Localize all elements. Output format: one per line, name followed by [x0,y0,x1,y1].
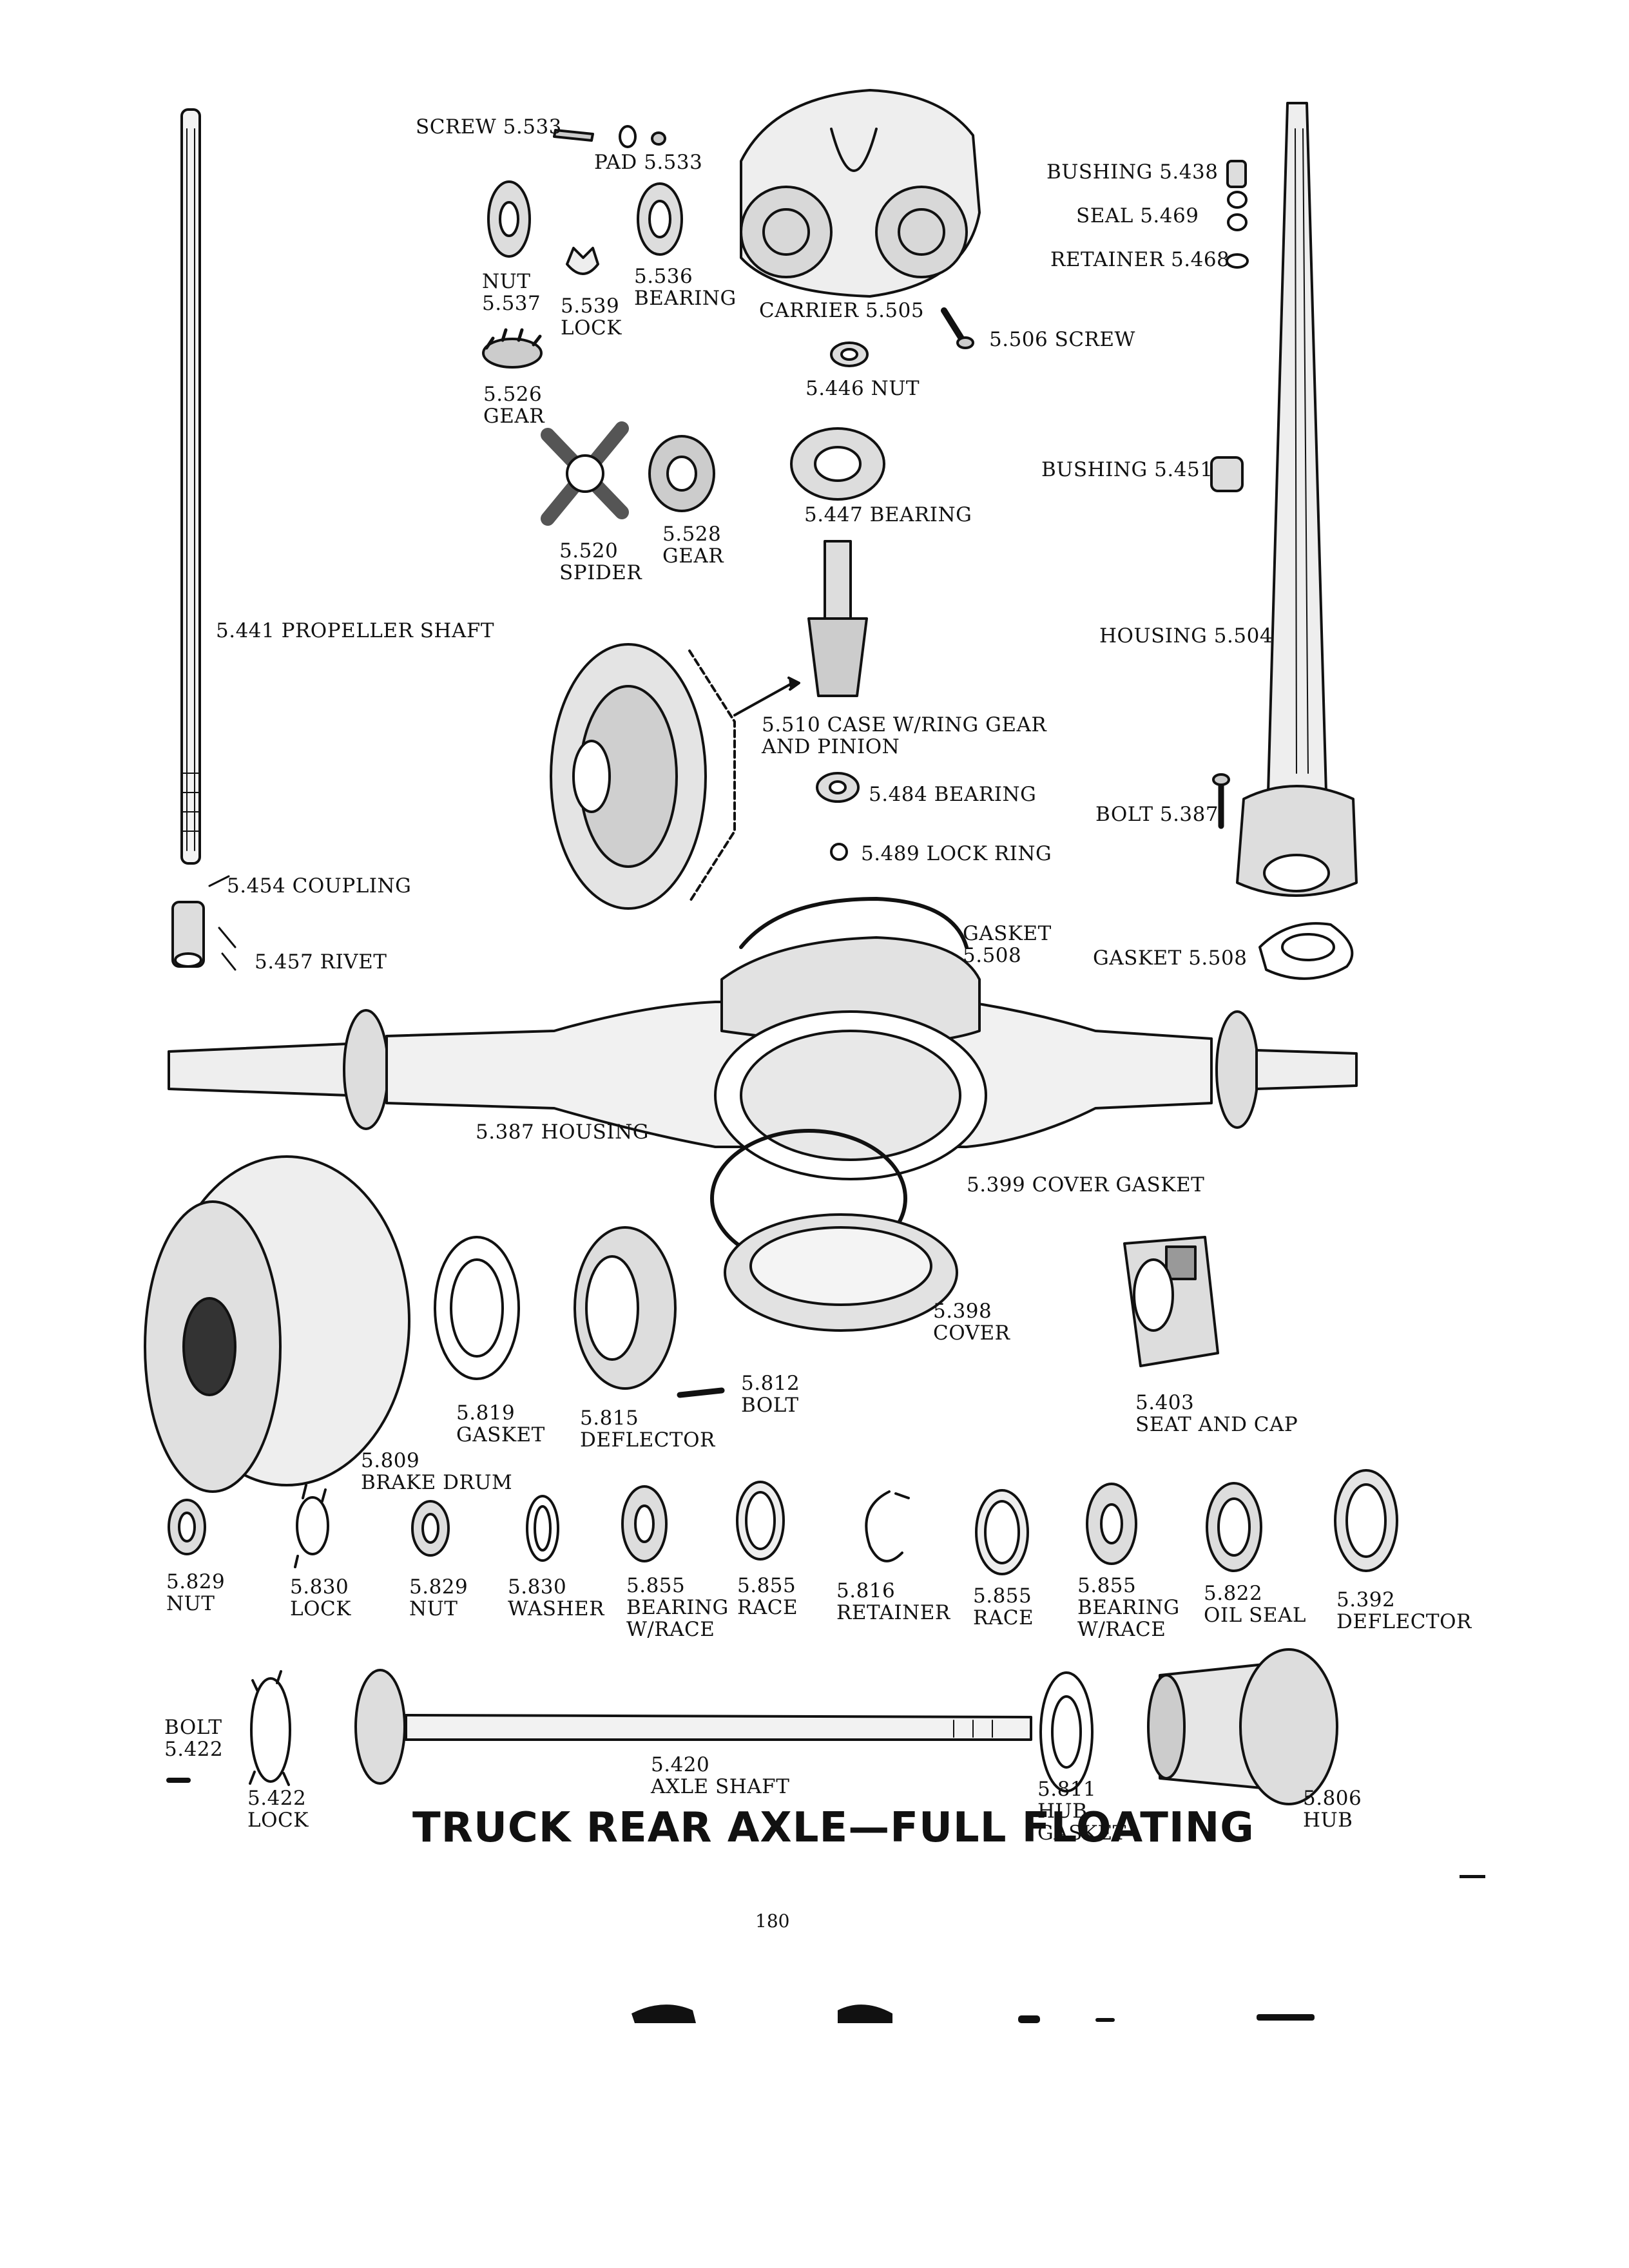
label-carrier-5505: CARRIER 5.505 [759,299,925,322]
label-gasket-5819: 5.819 GASKET [456,1401,545,1446]
label-lock-5830: 5.830 LOCK [290,1575,351,1620]
label-housing-5504: HOUSING 5.504 [1099,624,1273,648]
label-gasket-5508-top: GASKET 5.508 [963,922,1052,967]
hub-gasket-hub-drawing [1039,1648,1338,1805]
bearing-lockring-drawing [816,772,860,861]
label-rivet-5457: 5.457 RIVET [255,950,387,974]
label-cover-5398: 5.398 COVER [933,1300,1010,1345]
housing-5504-drawing [1236,102,1358,897]
label-coupling-5454: 5.454 COUPLING [227,874,412,898]
label-seal-5469: SEAL 5.469 [1076,204,1199,227]
gasket-5508-drawing [739,897,1354,980]
label-case-5510: 5.510 CASE W/RING GEAR AND PINION [762,713,1047,758]
page-title: TRUCK REAR AXLE—FULL FLOATING [412,1804,1255,1852]
label-bearing-race-5855-b: 5.855 BEARING W/RACE [1077,1574,1180,1641]
label-housing-5387: 5.387 HOUSING [476,1120,650,1144]
label-retainer-5468: RETAINER 5.468 [1050,248,1230,271]
gear-5528-drawing [648,435,715,512]
case-ring-gear-drawing [550,643,800,910]
gasket-deflector-bolt-drawing [434,1226,725,1398]
coupling-drawing [171,875,236,971]
label-race-5855-a: 5.855 RACE [737,1574,798,1619]
label-bearing-5536: 5.536 BEARING [634,265,737,310]
seat-cap-drawing [1123,1236,1219,1367]
label-bolt-5422: BOLT 5.422 [164,1716,224,1761]
label-bearing-5484: 5.484 BEARING [869,783,1037,806]
label-nut-5446: 5.446 NUT [805,377,920,400]
spider-drawing [541,421,629,526]
nut-lock-bearing-drawing [487,180,683,275]
label-screw-5506: 5.506 SCREW [989,328,1135,351]
label-retainer-5816: 5.816 RETAINER [836,1579,950,1624]
pinion-drawing [807,540,868,697]
label-spider-5520: 5.520 SPIDER [559,539,642,584]
carrier-drawing [740,89,981,298]
label-propeller-shaft-5441: 5.441 PROPELLER SHAFT [216,619,495,642]
screw-pad-drawing [553,125,666,148]
label-nut-5829-a: 5.829 NUT [166,1570,226,1615]
label-axle-shaft-5420: 5.420 AXLE SHAFT [651,1753,790,1798]
axle-housing-5387-drawing [168,936,1358,1180]
label-bearing-race-5855-a: 5.855 BEARING W/RACE [626,1574,729,1641]
label-race-5855-b: 5.855 RACE [973,1584,1034,1629]
label-screw-5533: SCREW 5.533 [416,115,562,139]
label-gasket-5508-right: GASKET 5.508 [1093,947,1248,970]
brake-drum-drawing [144,1155,410,1493]
scan-marks [631,1875,1485,2023]
label-gear-5528: 5.528 GEAR [662,523,724,568]
bolt-5387-drawing [1212,773,1230,829]
label-lock-5539: 5.539 LOCK [561,294,622,340]
screw-nut-drawing [830,307,974,367]
label-bolt-5387: BOLT 5.387 [1095,803,1219,826]
small-parts-row-drawing [168,1469,1398,1575]
label-cover-gasket-5399: 5.399 COVER GASKET [967,1173,1205,1196]
label-nut-5537: NUT 5.537 [482,270,541,315]
label-nut-5829-b: 5.829 NUT [409,1575,468,1620]
label-bushing-5438: BUSHING 5.438 [1046,160,1219,184]
label-seat-cap-5403: 5.403 SEAT AND CAP [1135,1391,1298,1436]
label-bushing-5451: BUSHING 5.451 [1041,458,1213,481]
label-deflector-5815: 5.815 DEFLECTOR [580,1407,715,1452]
label-hub-gasket-5811: 5.811 HUB GASKET [1037,1778,1126,1845]
propeller-shaft-drawing [180,108,201,865]
cover-gasket-cover-drawing [710,1129,958,1332]
label-lock-ring-5489: 5.489 LOCK RING [861,842,1052,865]
label-bolt-5812: 5.812 BOLT [741,1372,800,1417]
bearing-5447-drawing [790,427,885,501]
label-lock-5422: 5.422 LOCK [247,1787,309,1832]
bushing-seal-retainer-drawing [1210,160,1249,492]
page-number: 180 [755,1910,790,1932]
label-bearing-5447: 5.447 BEARING [804,503,972,526]
label-brake-drum-5809: 5.809 BRAKE DRUM [361,1449,513,1494]
bolt-lock-5422-drawing [166,1670,291,1786]
label-hub-5806: 5.806 HUB [1303,1787,1362,1832]
gear-5526-drawing [482,328,543,369]
label-oil-seal-5822: 5.822 OIL SEAL [1204,1582,1306,1627]
label-deflector-5392: 5.392 DEFLECTOR [1336,1588,1472,1633]
axle-shaft-drawing [354,1669,1032,1785]
label-washer-5830: 5.830 WASHER [508,1575,604,1620]
label-gear-5526: 5.526 GEAR [483,383,545,428]
label-pad-5533: PAD 5.533 [594,151,703,174]
